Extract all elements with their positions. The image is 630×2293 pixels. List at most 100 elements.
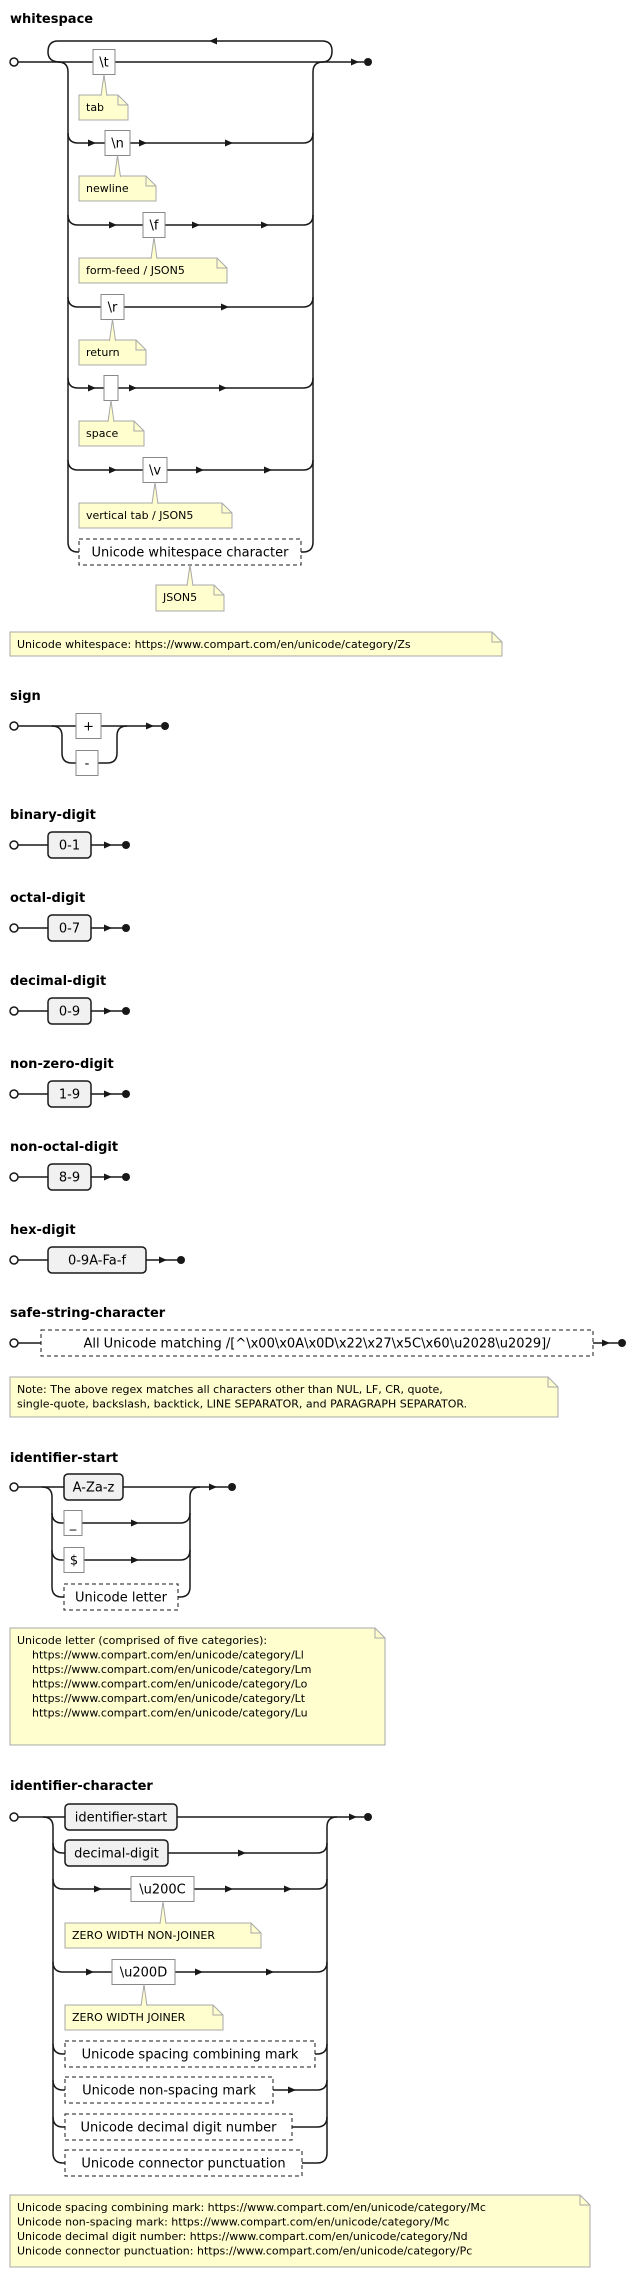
arrow-right-icon bbox=[284, 1885, 292, 1893]
char-range-label: 0-9 bbox=[59, 1005, 80, 1020]
arrow-right-icon bbox=[349, 1813, 357, 1821]
end-dot-icon bbox=[618, 1339, 626, 1347]
start-circle-icon bbox=[9, 1338, 19, 1348]
decimal-digit-number-box bbox=[64, 2113, 293, 2141]
branch-in bbox=[52, 2043, 64, 2055]
diagram-title: identifier-character bbox=[10, 1779, 153, 1794]
note-box bbox=[155, 584, 225, 612]
note-text: space bbox=[86, 427, 119, 440]
unicode-letter-box bbox=[63, 1583, 179, 1611]
arrow-right-icon bbox=[88, 384, 96, 392]
branch-out bbox=[316, 1878, 328, 1890]
note-fold bbox=[374, 1628, 385, 1639]
arrow-right-icon bbox=[104, 841, 112, 849]
diagram-sign: sign+- bbox=[9, 689, 169, 776]
char-range-label: 0-1 bbox=[59, 839, 80, 854]
arrow-right-icon bbox=[225, 139, 233, 147]
arrow-right-icon bbox=[109, 221, 117, 229]
diagram-title: identifier-start bbox=[10, 1451, 118, 1466]
arrow-right-icon bbox=[192, 221, 200, 229]
note-text: ZERO WIDTH NON-JOINER bbox=[72, 1929, 215, 1942]
arrow-right-icon bbox=[288, 2086, 296, 2094]
whitespace-literal-box bbox=[104, 130, 131, 156]
branch-in bbox=[52, 2079, 64, 2091]
letter-range-label: A-Za-z bbox=[73, 1481, 115, 1496]
dollar-label: $ bbox=[70, 1554, 78, 1569]
end-dot-icon bbox=[122, 924, 130, 932]
start-circle-icon bbox=[9, 1006, 19, 1016]
arrow-right-icon bbox=[219, 384, 227, 392]
note-text: Unicode decimal digit number: https://ww… bbox=[17, 2230, 468, 2243]
arrow-right-icon bbox=[104, 1007, 112, 1015]
right-rail bbox=[302, 61, 324, 553]
note-text: https://www.compart.com/en/unicode/categ… bbox=[32, 1663, 312, 1676]
minus-label: - bbox=[85, 757, 90, 772]
branch-out bbox=[302, 132, 314, 144]
end-dot-icon bbox=[364, 58, 372, 66]
note-fold bbox=[117, 95, 128, 106]
diagram-title: decimal-digit bbox=[10, 974, 106, 989]
non-spacing-mark-box bbox=[64, 2076, 274, 2104]
note-pointer bbox=[107, 400, 115, 422]
branch-in bbox=[52, 1842, 64, 1854]
branch-out bbox=[316, 2079, 328, 2091]
branch-in bbox=[67, 214, 79, 226]
spacing-combining-mark-label: Unicode spacing combining mark bbox=[82, 2048, 299, 2063]
left-rail bbox=[42, 1816, 64, 2164]
note-text: ZERO WIDTH JOINER bbox=[72, 2011, 186, 2024]
note-text: newline bbox=[86, 182, 129, 195]
whitespace-literal-box bbox=[103, 375, 119, 401]
arrow-right-icon bbox=[195, 1968, 203, 1976]
note-text: form-feed / JSON5 bbox=[86, 264, 185, 277]
note-box bbox=[78, 257, 228, 284]
note-fold bbox=[579, 2195, 590, 2206]
start-circle-icon bbox=[9, 923, 19, 933]
whitespace-literal-label: \r bbox=[108, 301, 118, 316]
start-circle-icon bbox=[9, 721, 19, 731]
dollar-box bbox=[63, 1547, 85, 1573]
underscore-label: _ bbox=[69, 1517, 77, 1532]
note-text: https://www.compart.com/en/unicode/categ… bbox=[32, 1649, 304, 1662]
char-range-label: 0-7 bbox=[59, 922, 80, 937]
note-text: single-quote, backslash, backtick, LINE … bbox=[17, 1398, 467, 1411]
note-pointer bbox=[109, 319, 116, 341]
plus-box bbox=[75, 713, 102, 739]
note-fold bbox=[145, 176, 156, 187]
branch-in bbox=[67, 296, 79, 308]
whitespace-literal-label: \f bbox=[150, 219, 159, 234]
arrow-right-icon bbox=[221, 303, 229, 311]
start-circle-icon bbox=[9, 1255, 19, 1265]
diagram-title: non-octal-digit bbox=[10, 1140, 118, 1155]
end-dot-icon bbox=[177, 1256, 185, 1264]
note-box bbox=[9, 2194, 591, 2268]
unicode-whitespace-label: Unicode whitespace character bbox=[92, 546, 290, 561]
end-dot-icon bbox=[364, 1813, 372, 1821]
branch-in bbox=[52, 2116, 64, 2128]
right-rail bbox=[179, 1486, 201, 1598]
left-rail bbox=[41, 1486, 63, 1598]
diagram-title: safe-string-character bbox=[10, 1306, 166, 1321]
branch-in bbox=[67, 459, 79, 471]
branch-in bbox=[67, 132, 79, 144]
char-range-label: 1-9 bbox=[59, 1088, 80, 1103]
underscore-box bbox=[63, 1510, 83, 1536]
arrow-right-icon bbox=[209, 1483, 217, 1491]
plus-label: + bbox=[83, 720, 94, 735]
note-pointer bbox=[151, 482, 159, 504]
end-dot-icon bbox=[122, 841, 130, 849]
end-dot-icon bbox=[228, 1483, 236, 1491]
note-fold bbox=[213, 585, 224, 596]
zwnj-label: \u200C bbox=[139, 1883, 186, 1898]
note-box bbox=[9, 1627, 386, 1746]
end-dot-icon bbox=[122, 1007, 130, 1015]
note-text: Unicode whitespace: https://www.compart.… bbox=[17, 638, 411, 651]
arrow-right-icon bbox=[109, 466, 117, 474]
